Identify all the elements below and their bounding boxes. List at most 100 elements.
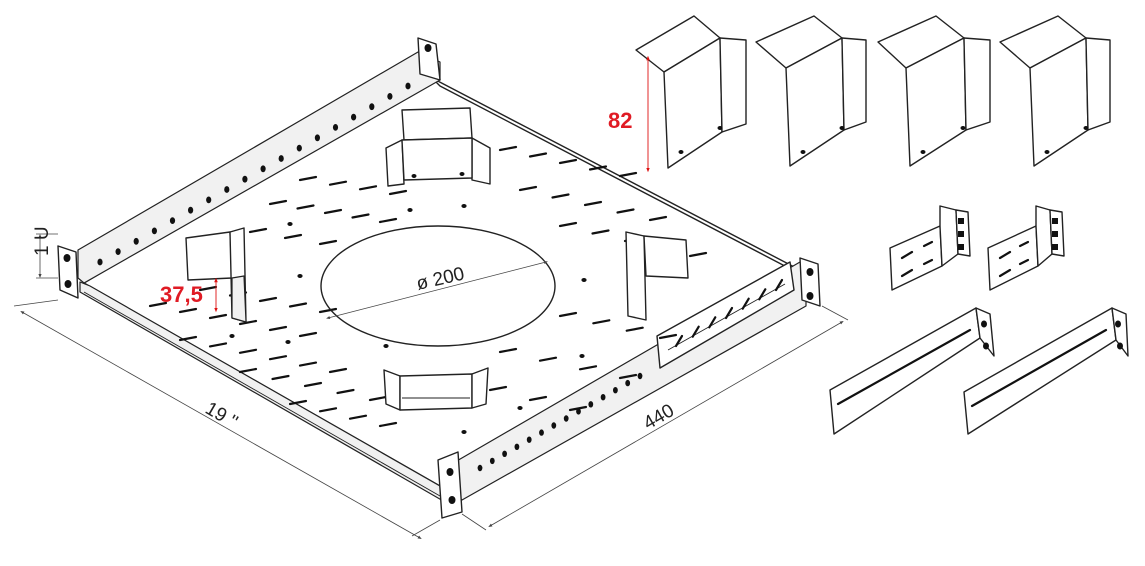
- rail-hole: [242, 175, 248, 183]
- rail-hole: [260, 165, 266, 173]
- rail-hole: [97, 258, 103, 266]
- vent-slot: [688, 251, 708, 258]
- rail-hole: [169, 217, 176, 225]
- vent-slot: [248, 227, 268, 234]
- adjust-slot: [741, 297, 750, 310]
- vent-slot: [591, 229, 610, 235]
- vent-slot: [558, 158, 578, 165]
- floor-hole: [581, 278, 587, 282]
- rail-hole: [115, 248, 121, 256]
- vent-slot: [618, 171, 638, 178]
- tall-bracket-3: [877, 15, 991, 167]
- rail-hole: [588, 401, 594, 408]
- rail-hole: [188, 206, 194, 214]
- floor-hole: [461, 204, 467, 208]
- rail-hole: [224, 186, 230, 193]
- left-rail-holes: [97, 82, 411, 266]
- rail-hole: [369, 103, 375, 111]
- rail-hole: [314, 134, 320, 142]
- floor-hole: [461, 430, 467, 434]
- vent-slot: [558, 311, 578, 318]
- rail-hole: [351, 113, 357, 121]
- floor-hole: [579, 354, 585, 358]
- vent-slot: [148, 301, 168, 308]
- rail-hole: [637, 372, 643, 380]
- rail-hole: [489, 457, 495, 465]
- tall-bracket-1: 82: [608, 15, 747, 173]
- rail-hole: [296, 144, 302, 152]
- vent-slot: [648, 215, 668, 222]
- cutout-dimension-line: [326, 260, 548, 320]
- tall-bracket-4: [999, 15, 1111, 167]
- front-right-ear: [437, 451, 463, 519]
- adjust-slot: [774, 278, 784, 292]
- rail-hole: [332, 124, 339, 131]
- bracket-height-label: 82: [608, 108, 632, 133]
- l-bracket-1: [889, 205, 971, 291]
- vent-slot: [616, 208, 635, 214]
- right-rear-ear: [799, 257, 821, 307]
- vent-slot: [298, 175, 318, 182]
- rail-hole: [551, 422, 557, 429]
- floor-hole: [229, 334, 235, 338]
- vent-slot: [351, 213, 370, 219]
- vent-slot: [258, 296, 278, 303]
- rear-top-ear: [417, 37, 441, 81]
- rail-hole: [206, 196, 212, 204]
- vent-slot: [588, 165, 608, 171]
- vent-slot: [318, 239, 338, 246]
- vent-slot: [283, 233, 303, 240]
- rail-hole: [514, 443, 520, 450]
- vent-slot: [528, 152, 548, 158]
- left-front-ear: [57, 245, 79, 299]
- rail-hole: [151, 227, 157, 235]
- floor-hole: [383, 344, 389, 348]
- rail-hole: [539, 429, 544, 436]
- cable-cutout: [320, 225, 556, 347]
- rail-hole: [278, 155, 284, 162]
- floor-hole: [297, 274, 303, 278]
- rail-hole: [133, 237, 139, 245]
- vent-slot: [358, 185, 378, 191]
- vent-slot: [583, 200, 603, 207]
- rack-unit-label: 1 U: [32, 226, 53, 256]
- vent-slot: [378, 217, 398, 224]
- floor-hole: [287, 222, 293, 226]
- vent-slot: [323, 208, 343, 215]
- rail-hole: [613, 387, 618, 394]
- vent-slot: [518, 185, 538, 192]
- floor-hole: [517, 406, 523, 410]
- vent-slot: [198, 285, 218, 292]
- rail-hole: [625, 379, 631, 387]
- vent-slot: [558, 221, 578, 228]
- long-rail-1: [829, 307, 995, 435]
- rail-hole: [526, 436, 532, 443]
- vent-slot: [551, 193, 570, 199]
- long-rail-2: [963, 307, 1129, 435]
- rail-hole: [600, 394, 606, 401]
- l-bracket-2: [987, 205, 1065, 291]
- rail-hole: [387, 93, 393, 100]
- vent-slot: [388, 189, 408, 196]
- tray-bracket-rear: [385, 107, 491, 187]
- rack-unit-dimension: 1 U: [32, 226, 58, 279]
- tall-bracket-2: [755, 15, 867, 167]
- width-label: 19 '': [202, 398, 242, 433]
- floor-hole: [285, 340, 291, 344]
- rail-hole: [563, 415, 569, 422]
- depth-label: 440: [640, 400, 678, 434]
- vent-slot: [288, 302, 308, 308]
- vent-slot: [296, 204, 315, 210]
- rail-hole: [502, 450, 507, 457]
- vent-slot: [268, 199, 288, 206]
- floor-hole: [407, 208, 413, 212]
- adjust-slot: [724, 306, 734, 320]
- vent-slot: [498, 145, 518, 152]
- rail-hole: [477, 464, 483, 472]
- adjust-slot: [758, 288, 767, 301]
- vent-slot: [328, 180, 348, 186]
- small-bracket-height-label: 37,5: [160, 282, 203, 307]
- rail-hole: [405, 82, 411, 90]
- tray-bracket-right: [625, 231, 689, 321]
